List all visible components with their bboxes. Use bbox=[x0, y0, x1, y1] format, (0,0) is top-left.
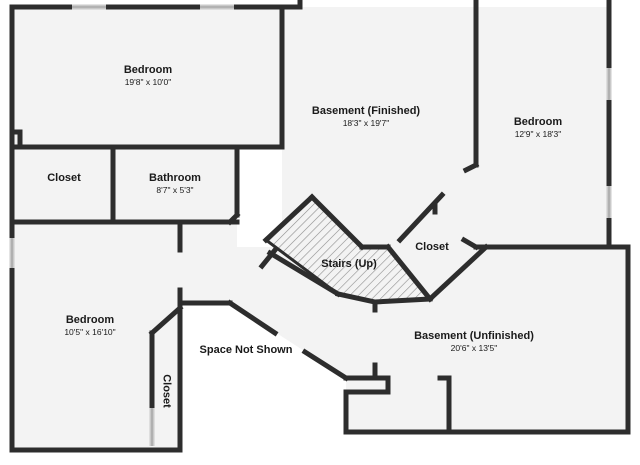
room-name: Bathroom bbox=[149, 172, 201, 184]
room-dims: 12'9" x 18'3" bbox=[514, 129, 562, 139]
room-dims: 8'7" x 5'3" bbox=[156, 185, 194, 195]
room-label-stairs: Stairs (Up) bbox=[321, 258, 377, 271]
space-not-shown-text: Space Not Shown bbox=[199, 344, 293, 356]
room-label-bedroom-1: Bedroom 19'8" x 10'0" bbox=[124, 64, 172, 88]
walls bbox=[9, 0, 631, 453]
room-label-basement-finished: Basement (Finished) 18'3" x 19'7" bbox=[312, 105, 420, 129]
space-not-shown-label: Space Not Shown bbox=[200, 344, 293, 357]
room-label-bedroom-3: Bedroom 10'5" x 16'10" bbox=[64, 314, 115, 338]
room-name: Closet bbox=[47, 172, 81, 184]
room-dims: 10'5" x 16'10" bbox=[64, 327, 116, 337]
room-name: Closet bbox=[160, 374, 173, 408]
floor-fill bbox=[12, 7, 628, 450]
room-label-basement-unfinished: Basement (Unfinished) 20'6" x 13'5" bbox=[414, 330, 534, 354]
room-label-bathroom: Bathroom 8'7" x 5'3" bbox=[149, 172, 201, 196]
room-label-closet-1: Closet bbox=[47, 172, 81, 185]
room-name: Basement (Unfinished) bbox=[414, 330, 534, 342]
room-label-closet-3: Closet bbox=[160, 374, 173, 408]
room-dims: 18'3" x 19'7" bbox=[342, 118, 390, 128]
room-dims: 20'6" x 13'5" bbox=[450, 343, 498, 353]
windows bbox=[9, 4, 612, 446]
room-label-bedroom-2: Bedroom 12'9" x 18'3" bbox=[514, 116, 562, 140]
room-name: Bedroom bbox=[123, 64, 173, 76]
room-name: Basement (Finished) bbox=[311, 105, 421, 117]
room-name: Bedroom bbox=[65, 314, 115, 326]
room-name: Bedroom bbox=[513, 116, 563, 128]
room-name: Closet bbox=[415, 241, 449, 253]
room-label-closet-2: Closet bbox=[415, 241, 449, 254]
room-dims: 19'8" x 10'0" bbox=[124, 77, 172, 87]
room-name: Stairs (Up) bbox=[321, 258, 377, 270]
